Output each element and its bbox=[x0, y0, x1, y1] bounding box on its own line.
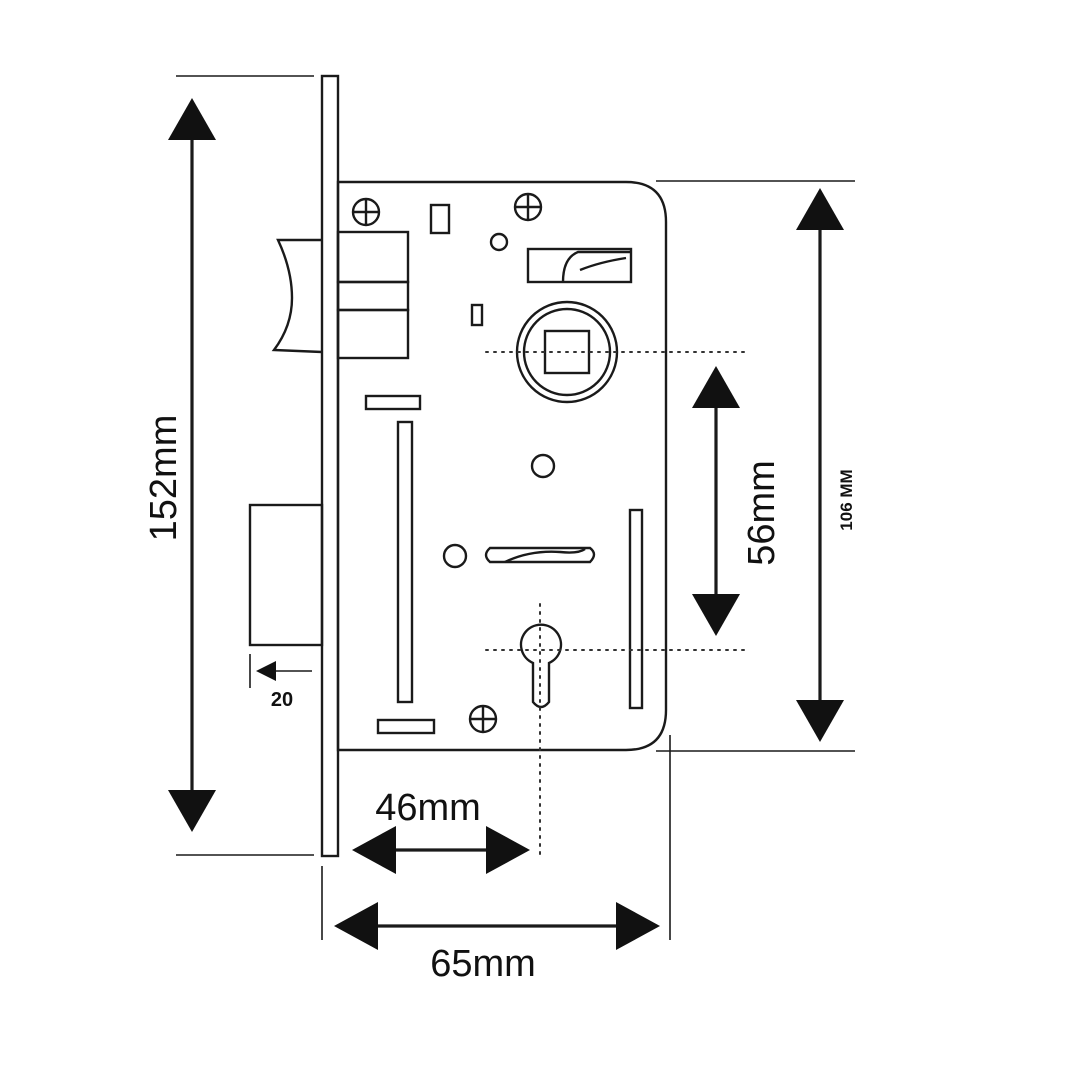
latch-bolt bbox=[271, 238, 323, 354]
label-65mm: 65mm bbox=[430, 943, 536, 985]
label-46mm: 46mm bbox=[375, 787, 481, 829]
faceplate bbox=[320, 74, 340, 858]
follower-bar bbox=[396, 420, 414, 704]
follower-tab bbox=[364, 394, 422, 411]
right-slot bbox=[628, 508, 644, 710]
follower-foot bbox=[376, 718, 436, 735]
screw-top-left bbox=[351, 197, 381, 227]
arrow-152-bottom bbox=[168, 790, 216, 832]
arrow-20 bbox=[256, 661, 276, 681]
arrow-152-top bbox=[168, 98, 216, 140]
lower-cam bbox=[484, 546, 596, 564]
arrow-56-bottom bbox=[692, 594, 740, 636]
latch-block-mid bbox=[336, 280, 410, 312]
arrow-65-left bbox=[334, 902, 378, 950]
label-20: 20 bbox=[271, 689, 293, 711]
arrow-106-bottom bbox=[796, 700, 844, 742]
arrow-56-top bbox=[692, 366, 740, 408]
arrow-46-right bbox=[486, 826, 530, 874]
keyhole bbox=[519, 623, 563, 709]
latch-block-lower bbox=[336, 308, 410, 360]
label-152mm: 152mm bbox=[143, 415, 185, 542]
lock-case bbox=[336, 180, 668, 752]
latch-block-upper bbox=[336, 230, 410, 284]
arrow-106-top bbox=[796, 188, 844, 230]
label-56mm: 56mm bbox=[741, 460, 783, 566]
label-106mm: 106 MM bbox=[837, 469, 856, 530]
screw-bottom bbox=[468, 704, 498, 734]
screw-top-right bbox=[513, 192, 543, 222]
small-slot-top bbox=[429, 203, 451, 235]
deadbolt bbox=[248, 503, 324, 647]
mid-hole bbox=[530, 453, 556, 479]
small-slot-mid bbox=[470, 303, 484, 327]
lever-cam bbox=[526, 247, 633, 284]
arrow-46-left bbox=[352, 826, 396, 874]
arrow-65-right bbox=[616, 902, 660, 950]
small-hole-top bbox=[489, 232, 509, 252]
lower-hole bbox=[442, 543, 468, 569]
